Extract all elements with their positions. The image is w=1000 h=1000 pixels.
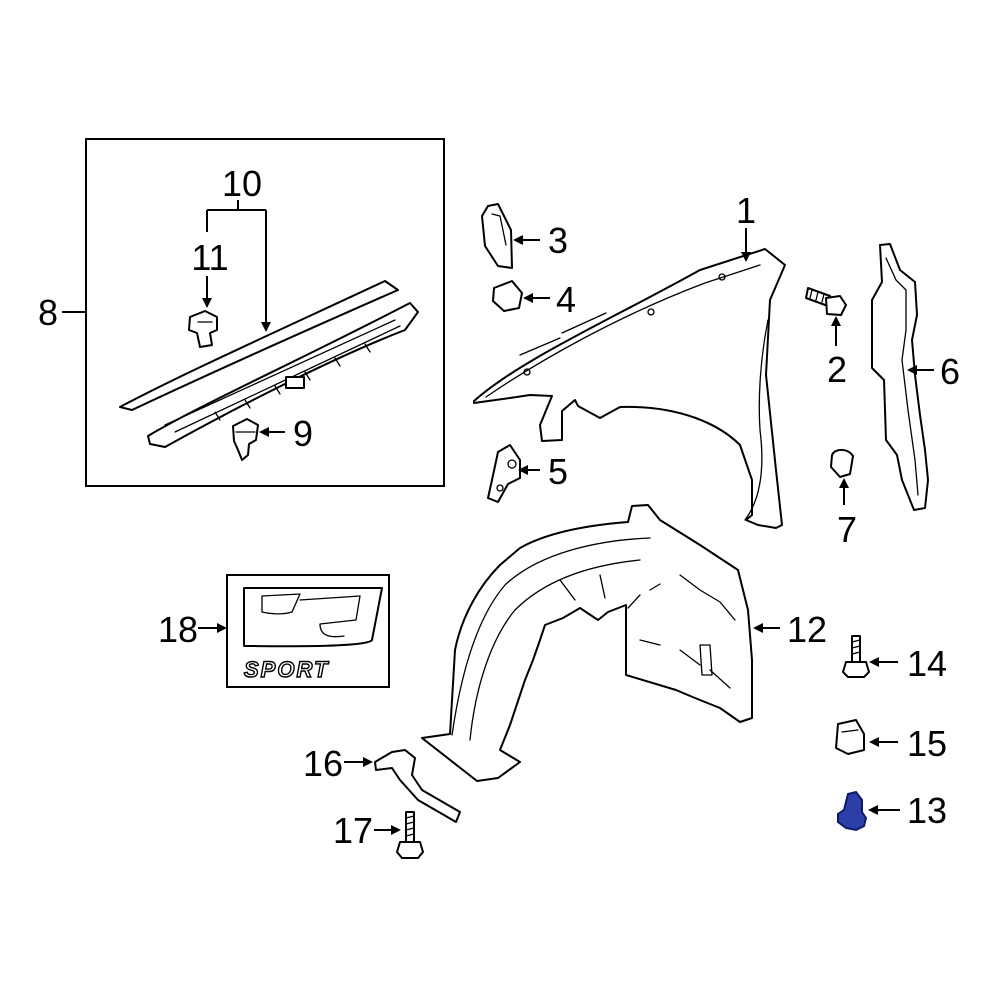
- clip-15[interactable]: [835, 719, 865, 755]
- callout-10: 10: [222, 163, 262, 204]
- emblem-text: SPORT: [244, 657, 329, 682]
- callout-6: 6: [940, 351, 960, 392]
- callout-7: 7: [837, 509, 857, 550]
- emblem-18[interactable]: SPORT: [226, 574, 390, 688]
- cap-7[interactable]: [830, 448, 854, 478]
- callout-4: 4: [556, 279, 576, 320]
- fender-liner[interactable]: [421, 504, 753, 782]
- callout-3: 3: [548, 220, 568, 261]
- bracket-3[interactable]: [481, 203, 513, 269]
- molding-group-box: [85, 138, 445, 487]
- callout-13: 13: [907, 790, 947, 831]
- pad-4[interactable]: [492, 280, 523, 312]
- fender-molding-upper[interactable]: [119, 280, 399, 411]
- bolt-17[interactable]: [396, 811, 424, 859]
- bolt-14[interactable]: [842, 635, 870, 678]
- callout-12: 12: [787, 609, 827, 650]
- stay-16[interactable]: [374, 749, 461, 823]
- bolt-2[interactable]: [805, 287, 847, 316]
- bracket-5[interactable]: [487, 444, 521, 503]
- callout-14: 14: [907, 643, 947, 684]
- clip-11[interactable]: [188, 310, 218, 348]
- callout-17: 17: [333, 810, 373, 851]
- callout-9: 9: [293, 413, 313, 454]
- fender-molding-lower[interactable]: [147, 302, 419, 448]
- fender-panel[interactable]: [473, 248, 786, 529]
- callout-5: 5: [548, 451, 568, 492]
- clip-13[interactable]: [837, 790, 868, 832]
- callout-11: 11: [191, 237, 228, 278]
- callout-2: 2: [827, 349, 847, 390]
- seal-6[interactable]: [871, 243, 929, 511]
- callout-18: 18: [158, 609, 198, 650]
- leader-lines: [62, 200, 934, 835]
- clip-9[interactable]: [232, 418, 259, 461]
- callout-16: 16: [303, 743, 343, 784]
- callout-labels: 1 2 3 4 5 6 7 8 9 10 11 12 13 14 15 16 1…: [38, 163, 960, 851]
- molding-tab: [285, 376, 305, 389]
- callout-1: 1: [736, 190, 756, 231]
- callout-8: 8: [38, 292, 58, 333]
- callout-15: 15: [907, 723, 947, 764]
